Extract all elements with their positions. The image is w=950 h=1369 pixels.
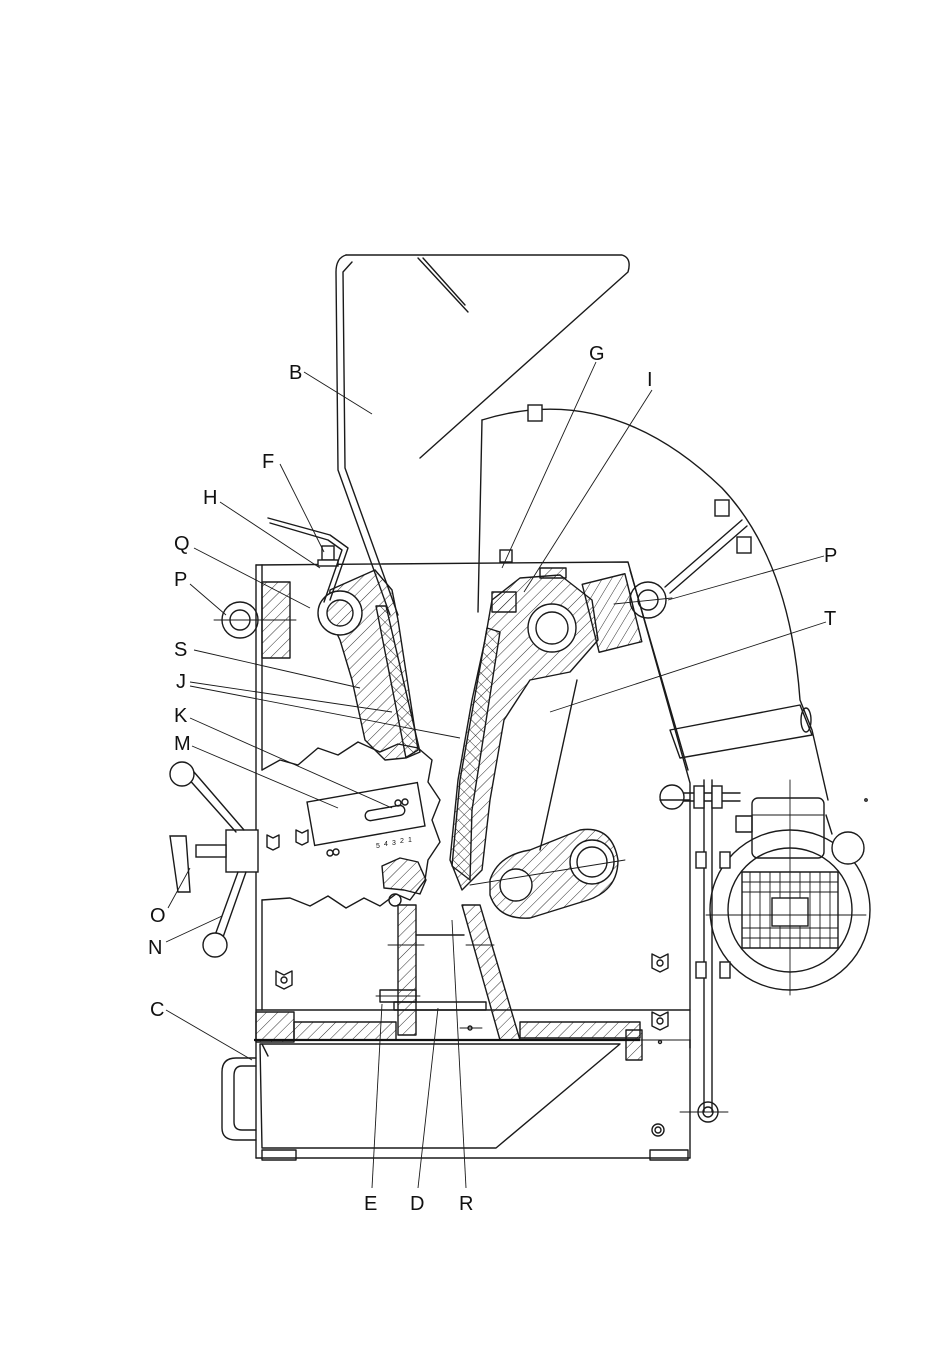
collection-drawer [222,1044,620,1148]
label-f: F [262,451,274,473]
fixed-jaw [318,570,420,760]
label-h: H [203,487,217,509]
label-k: K [174,705,188,727]
label-i: I [647,369,653,391]
scale-mark-3: 3 [392,840,396,847]
label-s: S [174,639,187,661]
label-p-left: P [174,569,187,591]
label-c: C [150,999,164,1021]
label-r: R [459,1193,473,1215]
hopper [336,255,629,615]
label-t: T [824,608,836,630]
scale-mark-5: 5 [376,843,380,850]
cutaway-section: 5 4 3 2 1 [262,742,440,908]
label-q: Q [174,533,190,555]
label-n: N [148,937,162,959]
adjust-handle [170,762,258,957]
scale-mark-2: 2 [400,838,404,845]
label-e: E [364,1193,377,1215]
discharge-chute [376,905,520,1040]
bottom-plate [254,1012,642,1060]
scale-mark-4: 4 [384,841,388,848]
label-d: D [410,1193,424,1215]
label-g: G [589,343,605,365]
leader-lines [166,362,826,1188]
label-p-right: P [824,545,837,567]
frame-nuts [276,954,668,1136]
label-m: M [174,733,191,755]
label-j: J [176,671,186,693]
label-b: B [289,362,302,384]
scale-mark-1: 1 [408,837,412,844]
label-o: O [150,905,166,927]
moving-jaw [450,568,642,890]
eye-bolt-left [214,582,296,658]
